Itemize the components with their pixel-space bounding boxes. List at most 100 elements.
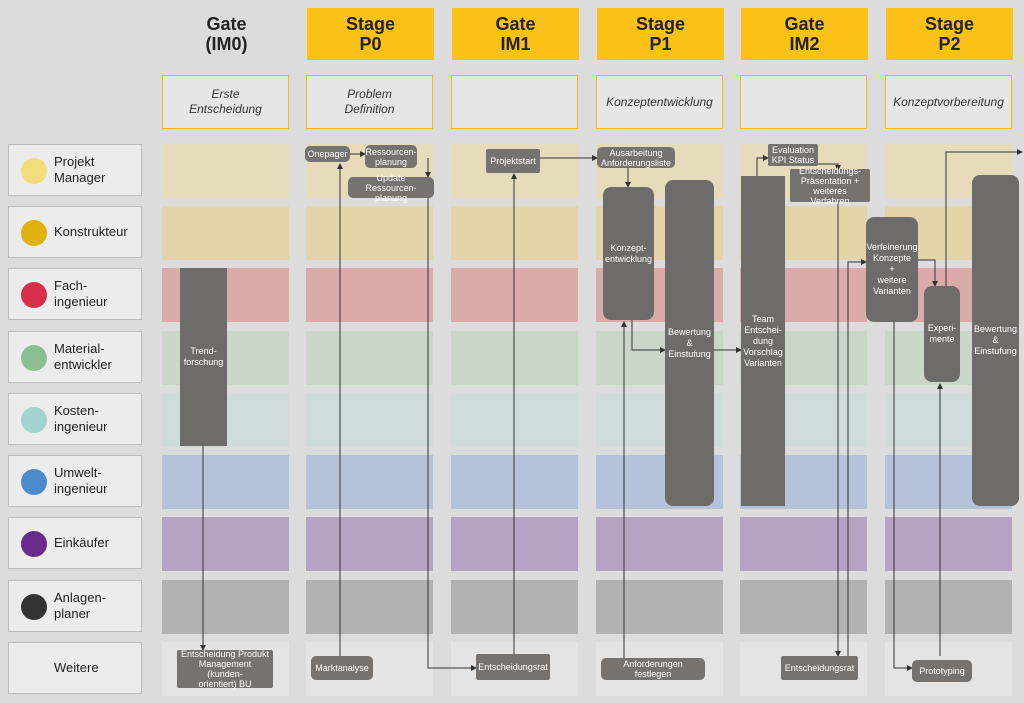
header-kind: Gate	[784, 14, 825, 34]
swimlane-cell	[740, 580, 867, 634]
role-color-dot-icon	[21, 407, 47, 433]
swimlane-cell	[306, 580, 433, 634]
header-gate-im0: Gate (IM0)	[163, 8, 290, 60]
swimlane-cell	[306, 393, 433, 447]
header-gate-im2: Gate IM2	[741, 8, 868, 60]
activity-entscheidung-produktmanagement: Entscheidung Produkt Management (kunden-…	[177, 649, 273, 689]
swimlane-cell	[451, 331, 578, 385]
role-name: Projekt Manager	[54, 154, 106, 185]
phase-text: Erste Entscheidung	[189, 87, 262, 116]
role-name: Material- entwickler	[54, 341, 112, 372]
activity-projektstart: Projektstart	[486, 149, 540, 173]
swimlane-cell	[306, 517, 433, 571]
role-color-dot-icon	[21, 220, 47, 246]
swimlane-cell	[451, 580, 578, 634]
role-label-text: Projekt Manager	[54, 145, 139, 195]
header-stage-p2: Stage P2	[886, 8, 1013, 60]
swimlane-cell	[740, 517, 867, 571]
activity-text: Experi- mente	[927, 323, 957, 344]
activity-onepager: Onepager	[305, 146, 350, 162]
activity-team-entscheidung: Team Entschei- dung Vorschlag Varianten	[741, 176, 785, 506]
role-row-label: Konstrukteur	[8, 206, 142, 258]
activity-text: Prototyping	[919, 666, 965, 676]
role-color-dot-icon	[21, 469, 47, 495]
header-code: IM2	[789, 34, 820, 54]
swimlane-cell	[306, 268, 433, 322]
activity-text: Entscheidungs- Präsentation + weiteres V…	[798, 165, 862, 206]
phase-label	[451, 75, 578, 129]
activity-text: Projektstart	[490, 156, 536, 166]
role-name: Anlagen- planer	[54, 590, 107, 621]
phase-label	[740, 75, 867, 129]
activity-entscheidungsrat-im2: Entscheidungsrat	[781, 656, 858, 680]
role-color-dot-icon	[21, 656, 47, 682]
swimlane-cell	[451, 206, 578, 260]
swimlane-cell	[451, 268, 578, 322]
role-label-text: Kosten- ingenieur	[54, 394, 139, 444]
activity-text: Onepager	[307, 149, 348, 159]
activity-text: Entscheidungsrat	[784, 663, 855, 673]
phase-label: Konzeptvorbereitung	[885, 75, 1012, 129]
swimlane-cell	[162, 580, 289, 634]
header-code: P2	[938, 34, 961, 54]
activity-text: Team Entschei- dung Vorschlag Varianten	[743, 313, 783, 368]
header-kind: Stage	[924, 14, 975, 34]
role-row-label: Material- entwickler	[8, 331, 142, 383]
activity-text: Entscheidung Produkt Management (kunden-…	[180, 649, 270, 689]
activity-experimente: Experi- mente	[924, 286, 960, 382]
role-color-dot-icon	[21, 345, 47, 371]
role-label-text: Material- entwickler	[54, 332, 139, 382]
activity-update-ressourcenplanung: Update Ressourcen- planung	[348, 173, 434, 203]
phase-text: Konzeptvorbereitung	[893, 94, 1004, 109]
role-name: Konstrukteur	[54, 224, 128, 239]
activity-text: Bewertung & Einstufung	[667, 326, 712, 359]
activity-entscheidungspraesentation: Entscheidungs- Präsentation + weiteres V…	[790, 166, 870, 206]
header-kind: Gate	[495, 14, 536, 34]
activity-text: Bewertung & Einstufung	[973, 324, 1018, 356]
role-color-dot-icon	[21, 282, 47, 308]
activity-bewertung-p1: Bewertung & Einstufung	[665, 180, 714, 506]
role-name: Umwelt- ingenieur	[54, 465, 108, 496]
role-row-label: Kosten- ingenieur	[8, 393, 142, 445]
header-gate-im1: Gate IM1	[452, 8, 579, 60]
phase-label: Erste Entscheidung	[162, 75, 289, 129]
role-row-label: Fach- ingenieur	[8, 268, 142, 320]
swimlane-cell	[162, 206, 289, 260]
swimlane-cell	[596, 580, 723, 634]
activity-text: Konzept- entwicklung	[604, 242, 653, 264]
swimlane-cell	[306, 455, 433, 509]
activity-text: Ausarbeitung Anforderungsliste	[600, 147, 672, 168]
activity-prototyping: Prototyping	[912, 660, 972, 682]
header-code: P0	[359, 34, 382, 54]
role-row-label: Projekt Manager	[8, 144, 142, 196]
activity-text: Evaluation KPI Status	[771, 145, 815, 165]
activity-text: Ressourcen- planung	[365, 146, 417, 167]
activity-anforderungen-festlegen: Anforderungen festlegen	[601, 658, 705, 680]
role-label-text: Umwelt- ingenieur	[54, 456, 139, 506]
role-row-label: Umwelt- ingenieur	[8, 455, 142, 507]
activity-ausarbeitung: Ausarbeitung Anforderungsliste	[597, 147, 675, 168]
swimlane-cell	[451, 393, 578, 447]
role-label-text: Weitere	[54, 643, 139, 693]
swimlane-cell	[162, 144, 289, 198]
phase-text: Problem Definition	[344, 87, 395, 116]
swimlane-cell	[885, 580, 1012, 634]
role-label-text: Anlagen- planer	[54, 581, 139, 631]
header-kind: Stage	[345, 14, 396, 34]
header-stage-p1: Stage P1	[597, 8, 724, 60]
activity-text: Entscheidungsrat	[478, 662, 548, 672]
phase-text: Konzeptentwicklung	[606, 94, 713, 109]
swimlane-cell	[451, 517, 578, 571]
activity-entscheidungsrat-im1: Entscheidungsrat	[476, 654, 550, 680]
role-label-text: Fach- ingenieur	[54, 269, 139, 319]
activity-text: Verfeinerung Konzepte + weitere Variante…	[866, 242, 918, 296]
swimlane-cell	[162, 455, 289, 509]
header-code: P1	[649, 34, 672, 54]
swimlane-cell	[306, 206, 433, 260]
role-row-label: Einkäufer	[8, 517, 142, 569]
swimlane-cell	[885, 517, 1012, 571]
header-kind: Gate	[206, 14, 247, 34]
role-name: Weitere	[54, 660, 99, 675]
activity-evaluation: Evaluation KPI Status	[768, 144, 818, 166]
swimlane-cell	[451, 455, 578, 509]
